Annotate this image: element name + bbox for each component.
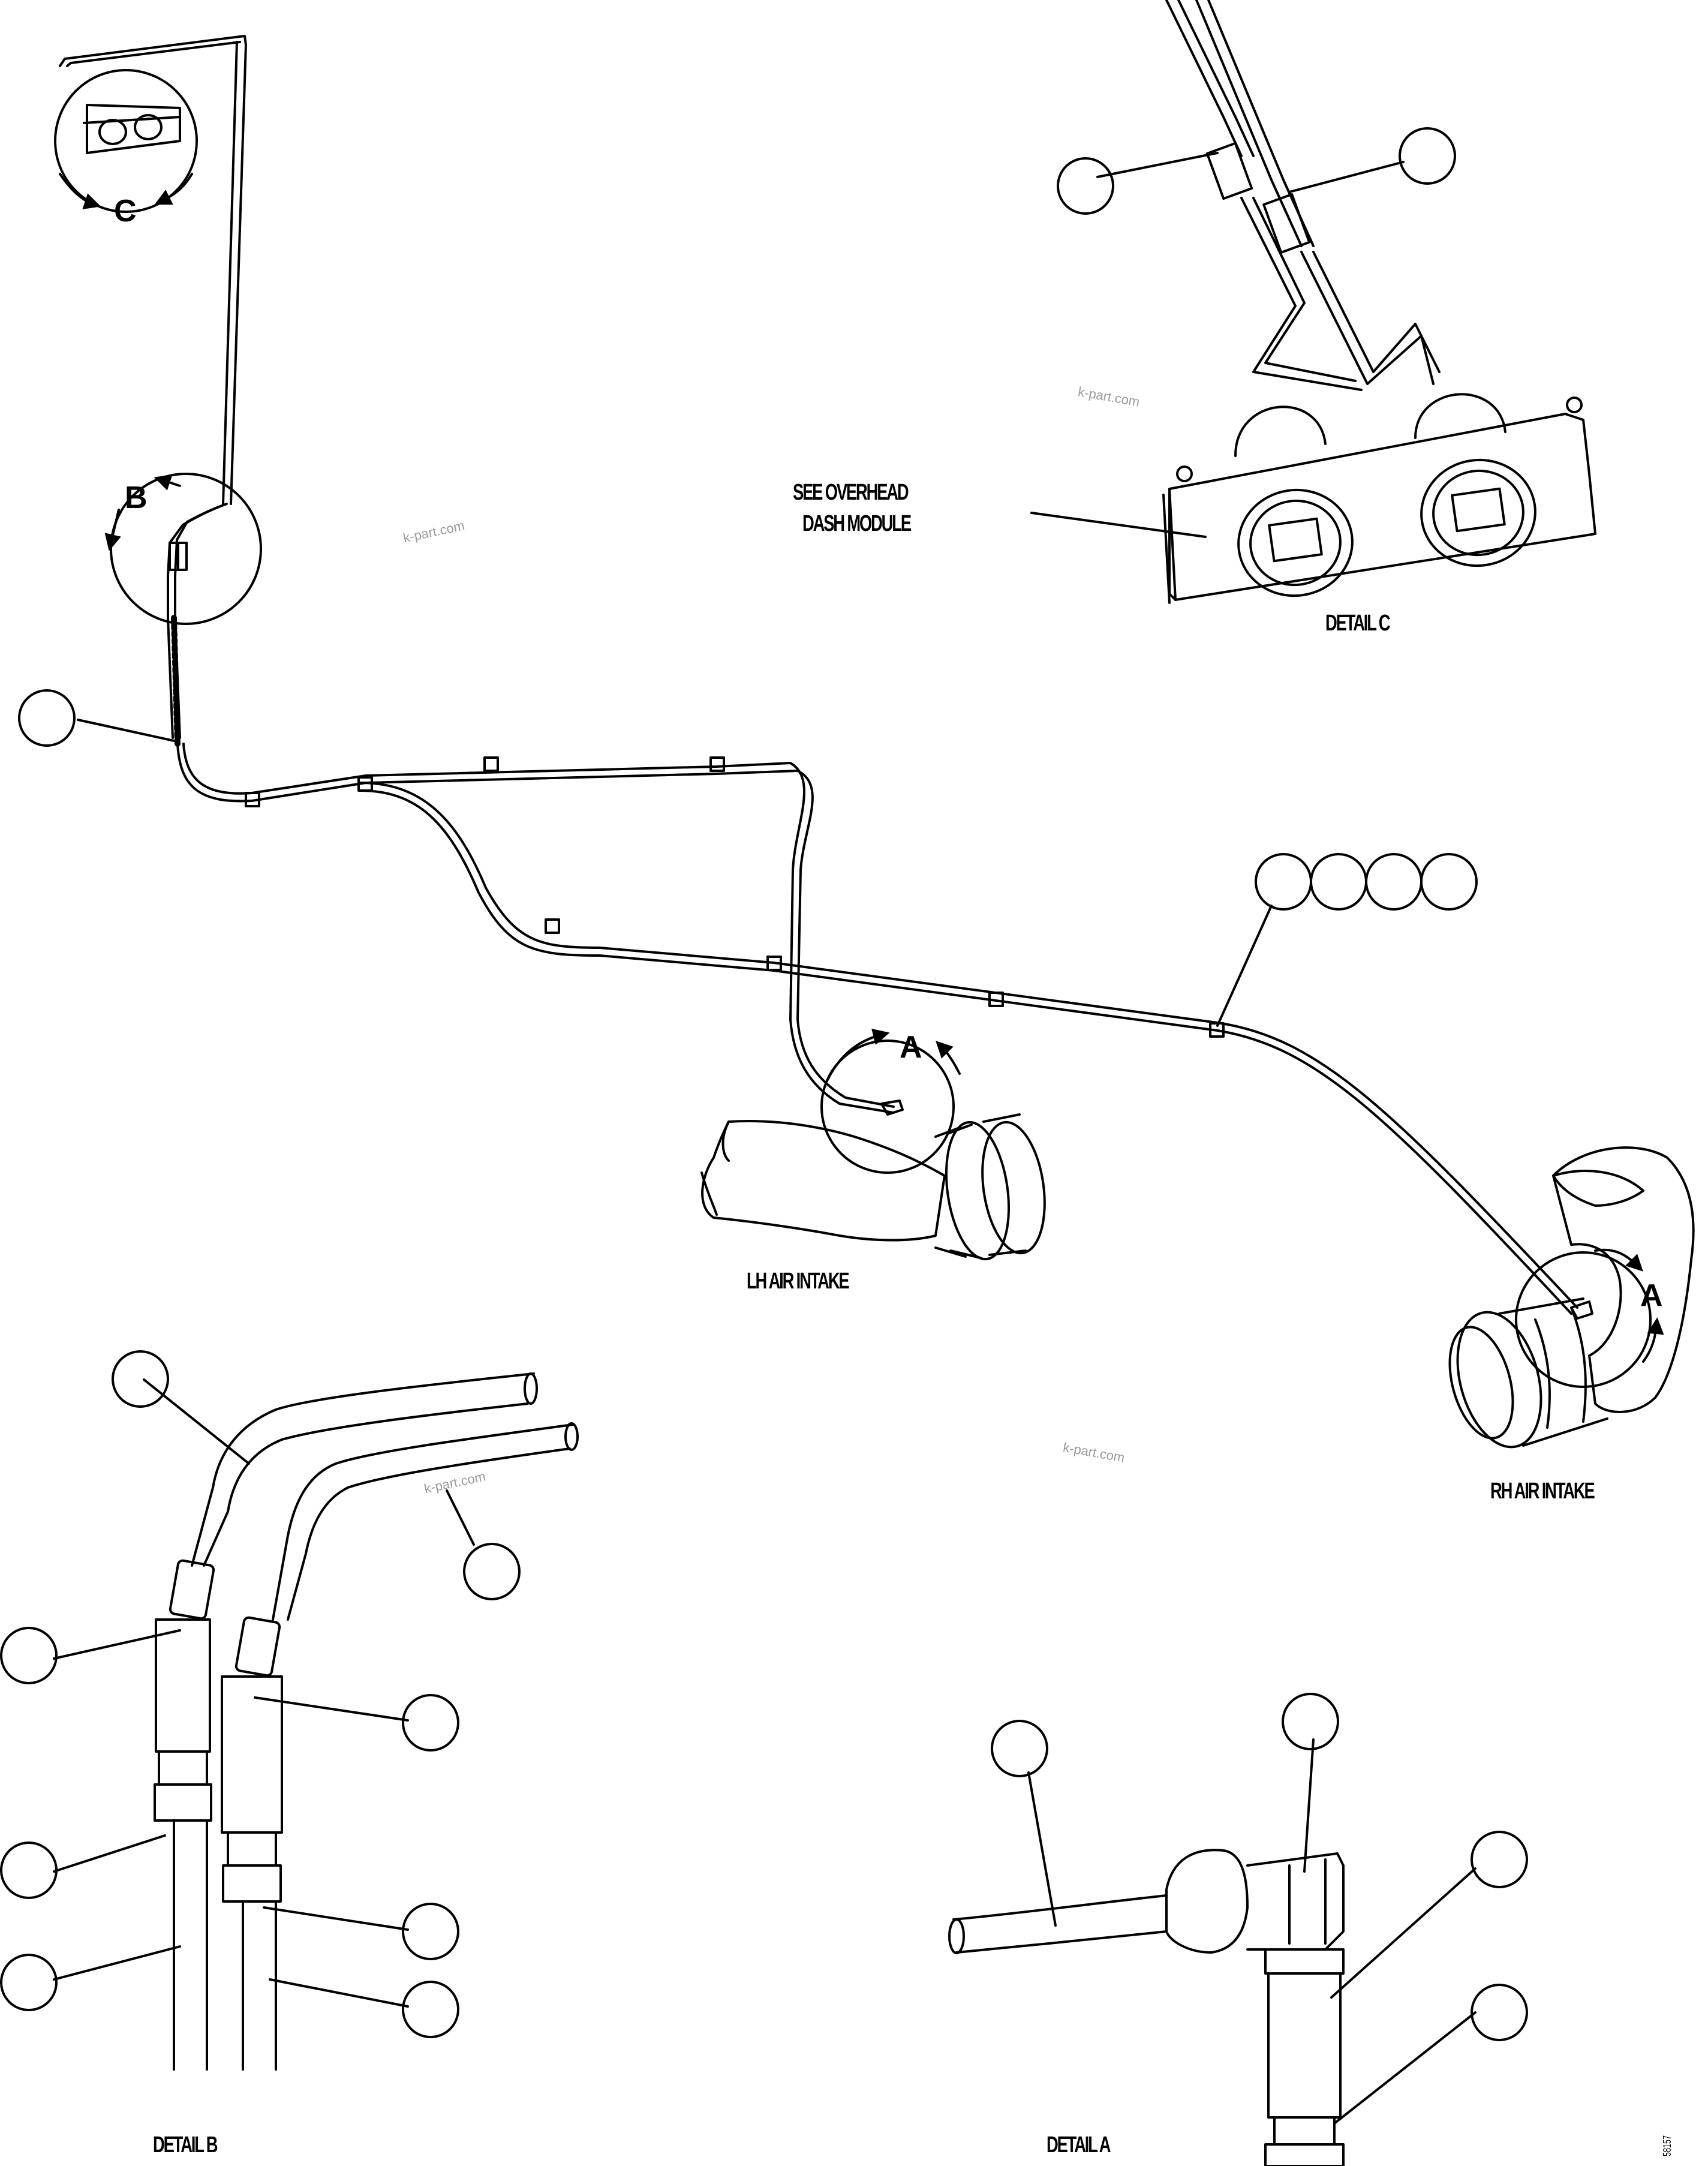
view-b-label: B [125, 480, 148, 515]
view-c-detail-circle [54, 69, 198, 213]
callout-balloon [0, 1627, 58, 1684]
callout-balloon [0, 1954, 58, 2011]
callout-balloon [1399, 127, 1456, 185]
view-a-right-label: A [1640, 1278, 1663, 1313]
callout-balloon [402, 1981, 459, 2038]
main-hose-routing [59, 35, 1578, 1315]
callout-balloon [1471, 1831, 1528, 1888]
callout-balloon [463, 1543, 521, 1600]
lh-air-intake-label: LH AIR INTAKE [747, 1269, 850, 1294]
detail-a-drawing [948, 1849, 1345, 2166]
callout-balloon [1420, 853, 1478, 911]
callout-balloon [402, 1694, 459, 1752]
callout-balloon [1255, 853, 1312, 911]
callout-balloon [402, 1903, 459, 1960]
rh-air-intake-label: RH AIR INTAKE [1490, 1479, 1595, 1504]
rh-air-intake-drawing [1448, 1146, 1695, 1449]
detail-c-label: DETAIL C [1325, 611, 1391, 636]
see-overhead-label-line2: DASH MODULE [802, 511, 912, 536]
detail-a-label: DETAIL A [1047, 2132, 1111, 2158]
callout-balloon [1365, 853, 1423, 911]
callout-balloon [1282, 1693, 1339, 1750]
callout-balloon [112, 1350, 169, 1408]
view-c-label: C [114, 194, 137, 229]
view-b-detail-circle [104, 473, 262, 625]
lh-air-intake-drawing [700, 1028, 1046, 1261]
callout-balloon [0, 1841, 58, 1899]
drawing-number: 58157 [1661, 2135, 1673, 2156]
callout-balloon [1057, 157, 1114, 215]
callout-balloon [18, 689, 76, 747]
detail-b-label: DETAIL B [153, 2132, 218, 2158]
callout-balloon [991, 1720, 1048, 1777]
detail-c-drawing [1162, 0, 1596, 604]
callout-balloon [1471, 1984, 1528, 2041]
callout-balloon [1310, 853, 1367, 911]
detail-b-drawing [154, 1372, 579, 2071]
view-a-left-label: A [900, 1030, 922, 1065]
see-overhead-label-line1: SEE OVERHEAD [793, 480, 909, 505]
